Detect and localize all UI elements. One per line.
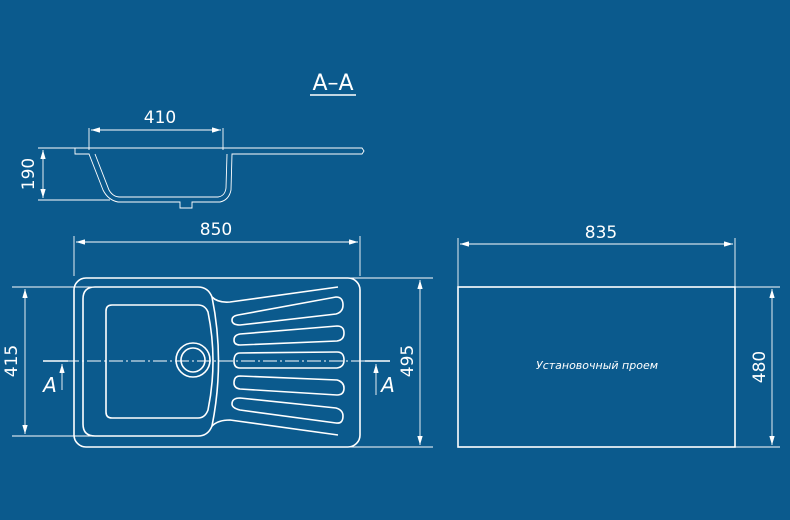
section-view: 410 190 [19,108,365,209]
dim-bowl-width: 410 [144,108,176,128]
cutout-label: Установочный проем [536,359,658,372]
dim-cutout-width: 480 [750,351,770,383]
dim-cutout-length: 835 [585,223,617,243]
drainboard-grooves [231,296,345,424]
section-mark-right: A [379,373,395,397]
dim-depth: 190 [19,158,39,190]
section-title: A–A [310,71,356,96]
cutout-view: Установочный проем 835 480 [457,223,780,448]
svg-text:A–A: A–A [312,71,353,96]
top-view: A A 850 415 495 [2,220,433,448]
dim-overall-length: 850 [200,220,232,240]
dim-overall-width: 495 [398,345,418,377]
dim-bowl-height: 415 [2,345,22,377]
section-mark-left: A [41,373,57,397]
